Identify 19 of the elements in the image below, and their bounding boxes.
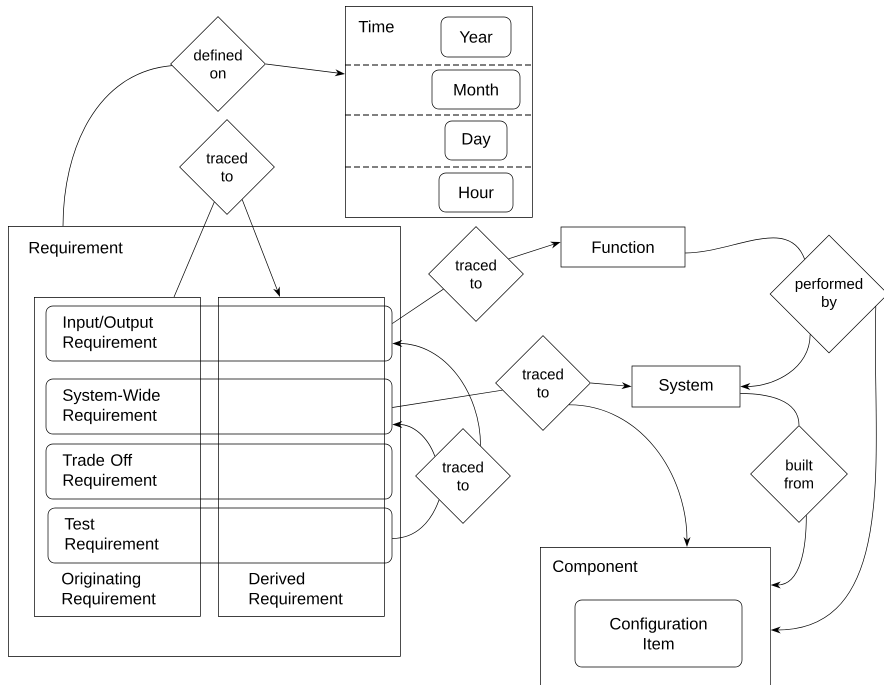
- time-unit-box: Year: [440, 16, 512, 58]
- column-box: Derived Requirement: [218, 297, 385, 617]
- requirement-row-box: Input/Output Requirement: [46, 306, 392, 362]
- requirement-row-box: System-Wide Requirement: [46, 378, 392, 434]
- requirement-row-box: Trade Off Requirement: [46, 444, 392, 500]
- connector-line: [685, 238, 805, 260]
- time-unit-box: Hour: [438, 172, 514, 212]
- entity-box: Function: [560, 226, 686, 268]
- connector-line: [392, 288, 444, 324]
- configuration-item-box: Configuration Item: [574, 600, 742, 668]
- connector-line: [740, 393, 800, 426]
- time-unit-box: Month: [432, 70, 520, 110]
- time-unit-box: Day: [444, 120, 508, 160]
- requirement-row-box: Test Requirement: [48, 508, 392, 564]
- entity-box: System: [632, 366, 740, 408]
- connector-line: [392, 500, 440, 539]
- connector-line: [62, 65, 172, 226]
- connector-line: [392, 390, 503, 408]
- connector-line: [174, 202, 215, 298]
